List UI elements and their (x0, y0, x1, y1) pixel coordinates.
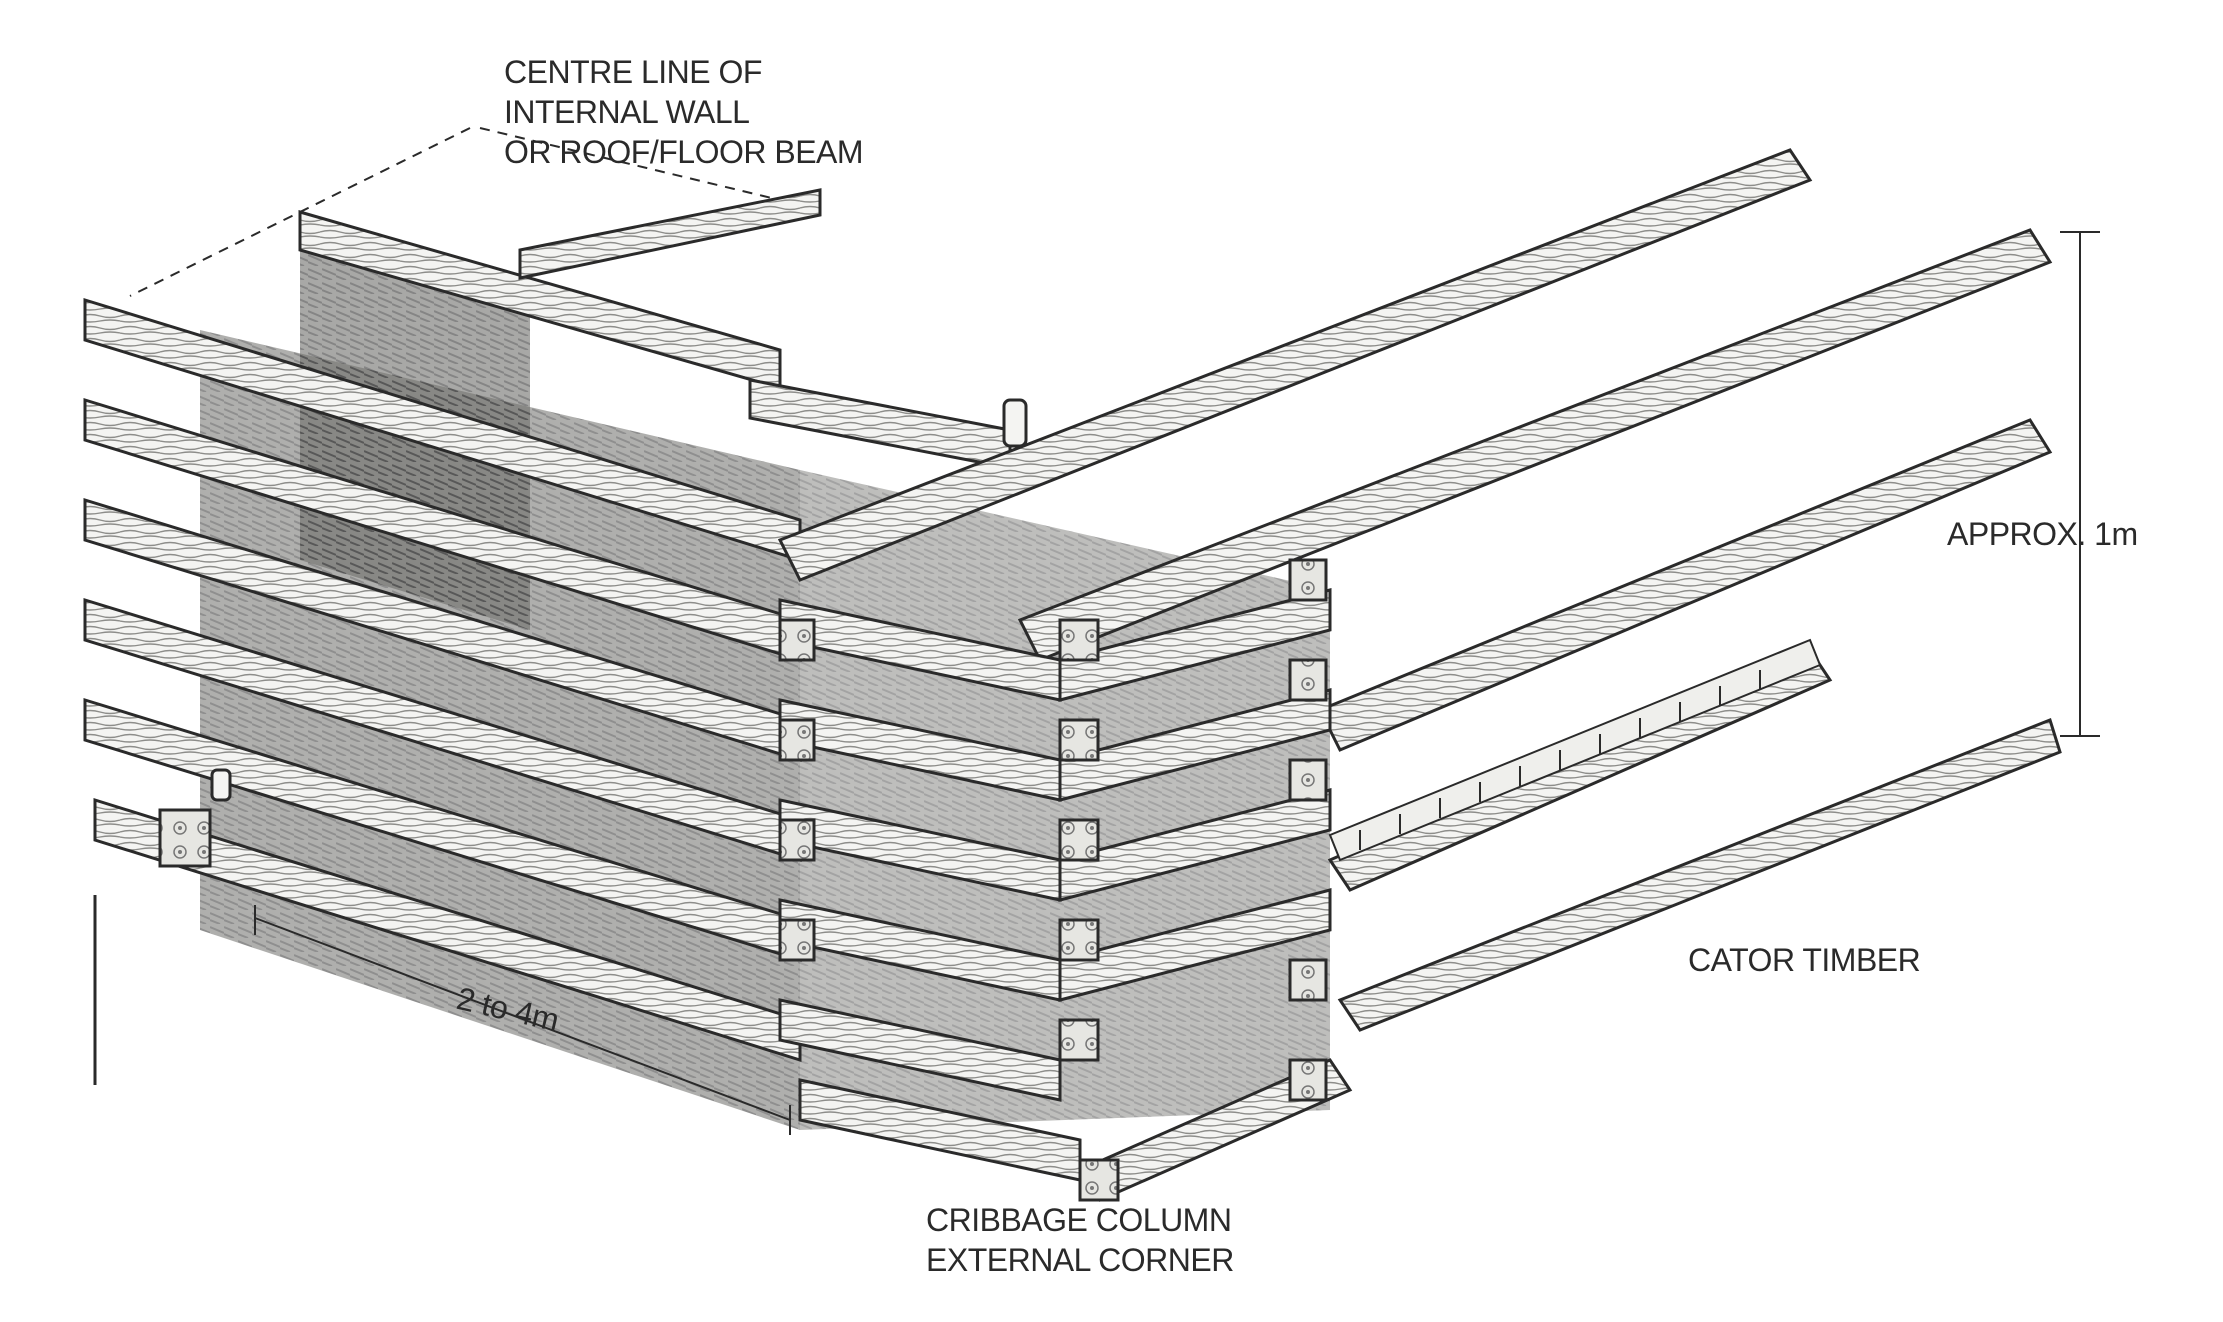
cator-timber-label: CATOR TIMBER (1688, 942, 1921, 978)
height-label: APPROX. 1m (1947, 516, 2138, 552)
centre-line-label-line-3: OR ROOF/FLOOR BEAM (504, 134, 864, 170)
corner-column (158, 558, 1332, 1202)
left-wall-logs (83, 297, 802, 1063)
centre-line-label: CENTRE LINE OF INTERNAL WALL OR ROOF/FLO… (504, 52, 864, 172)
height-dimension (2060, 231, 2100, 737)
span-dimension (93, 895, 791, 1135)
top-cross-logs (298, 188, 1012, 470)
cribbage-label-line-2: EXTERNAL CORNER (926, 1242, 1234, 1278)
centre-line-label-line-1: CENTRE LINE OF (504, 54, 762, 90)
cribbage-label: CRIBBAGE COLUMN EXTERNAL CORNER (926, 1200, 1234, 1280)
centre-line-label-line-2: INTERNAL WALL (504, 94, 750, 130)
cribbage-label-line-1: CRIBBAGE COLUMN (926, 1202, 1232, 1238)
pegs (210, 398, 1028, 802)
cator-timber-log (1328, 638, 1822, 862)
